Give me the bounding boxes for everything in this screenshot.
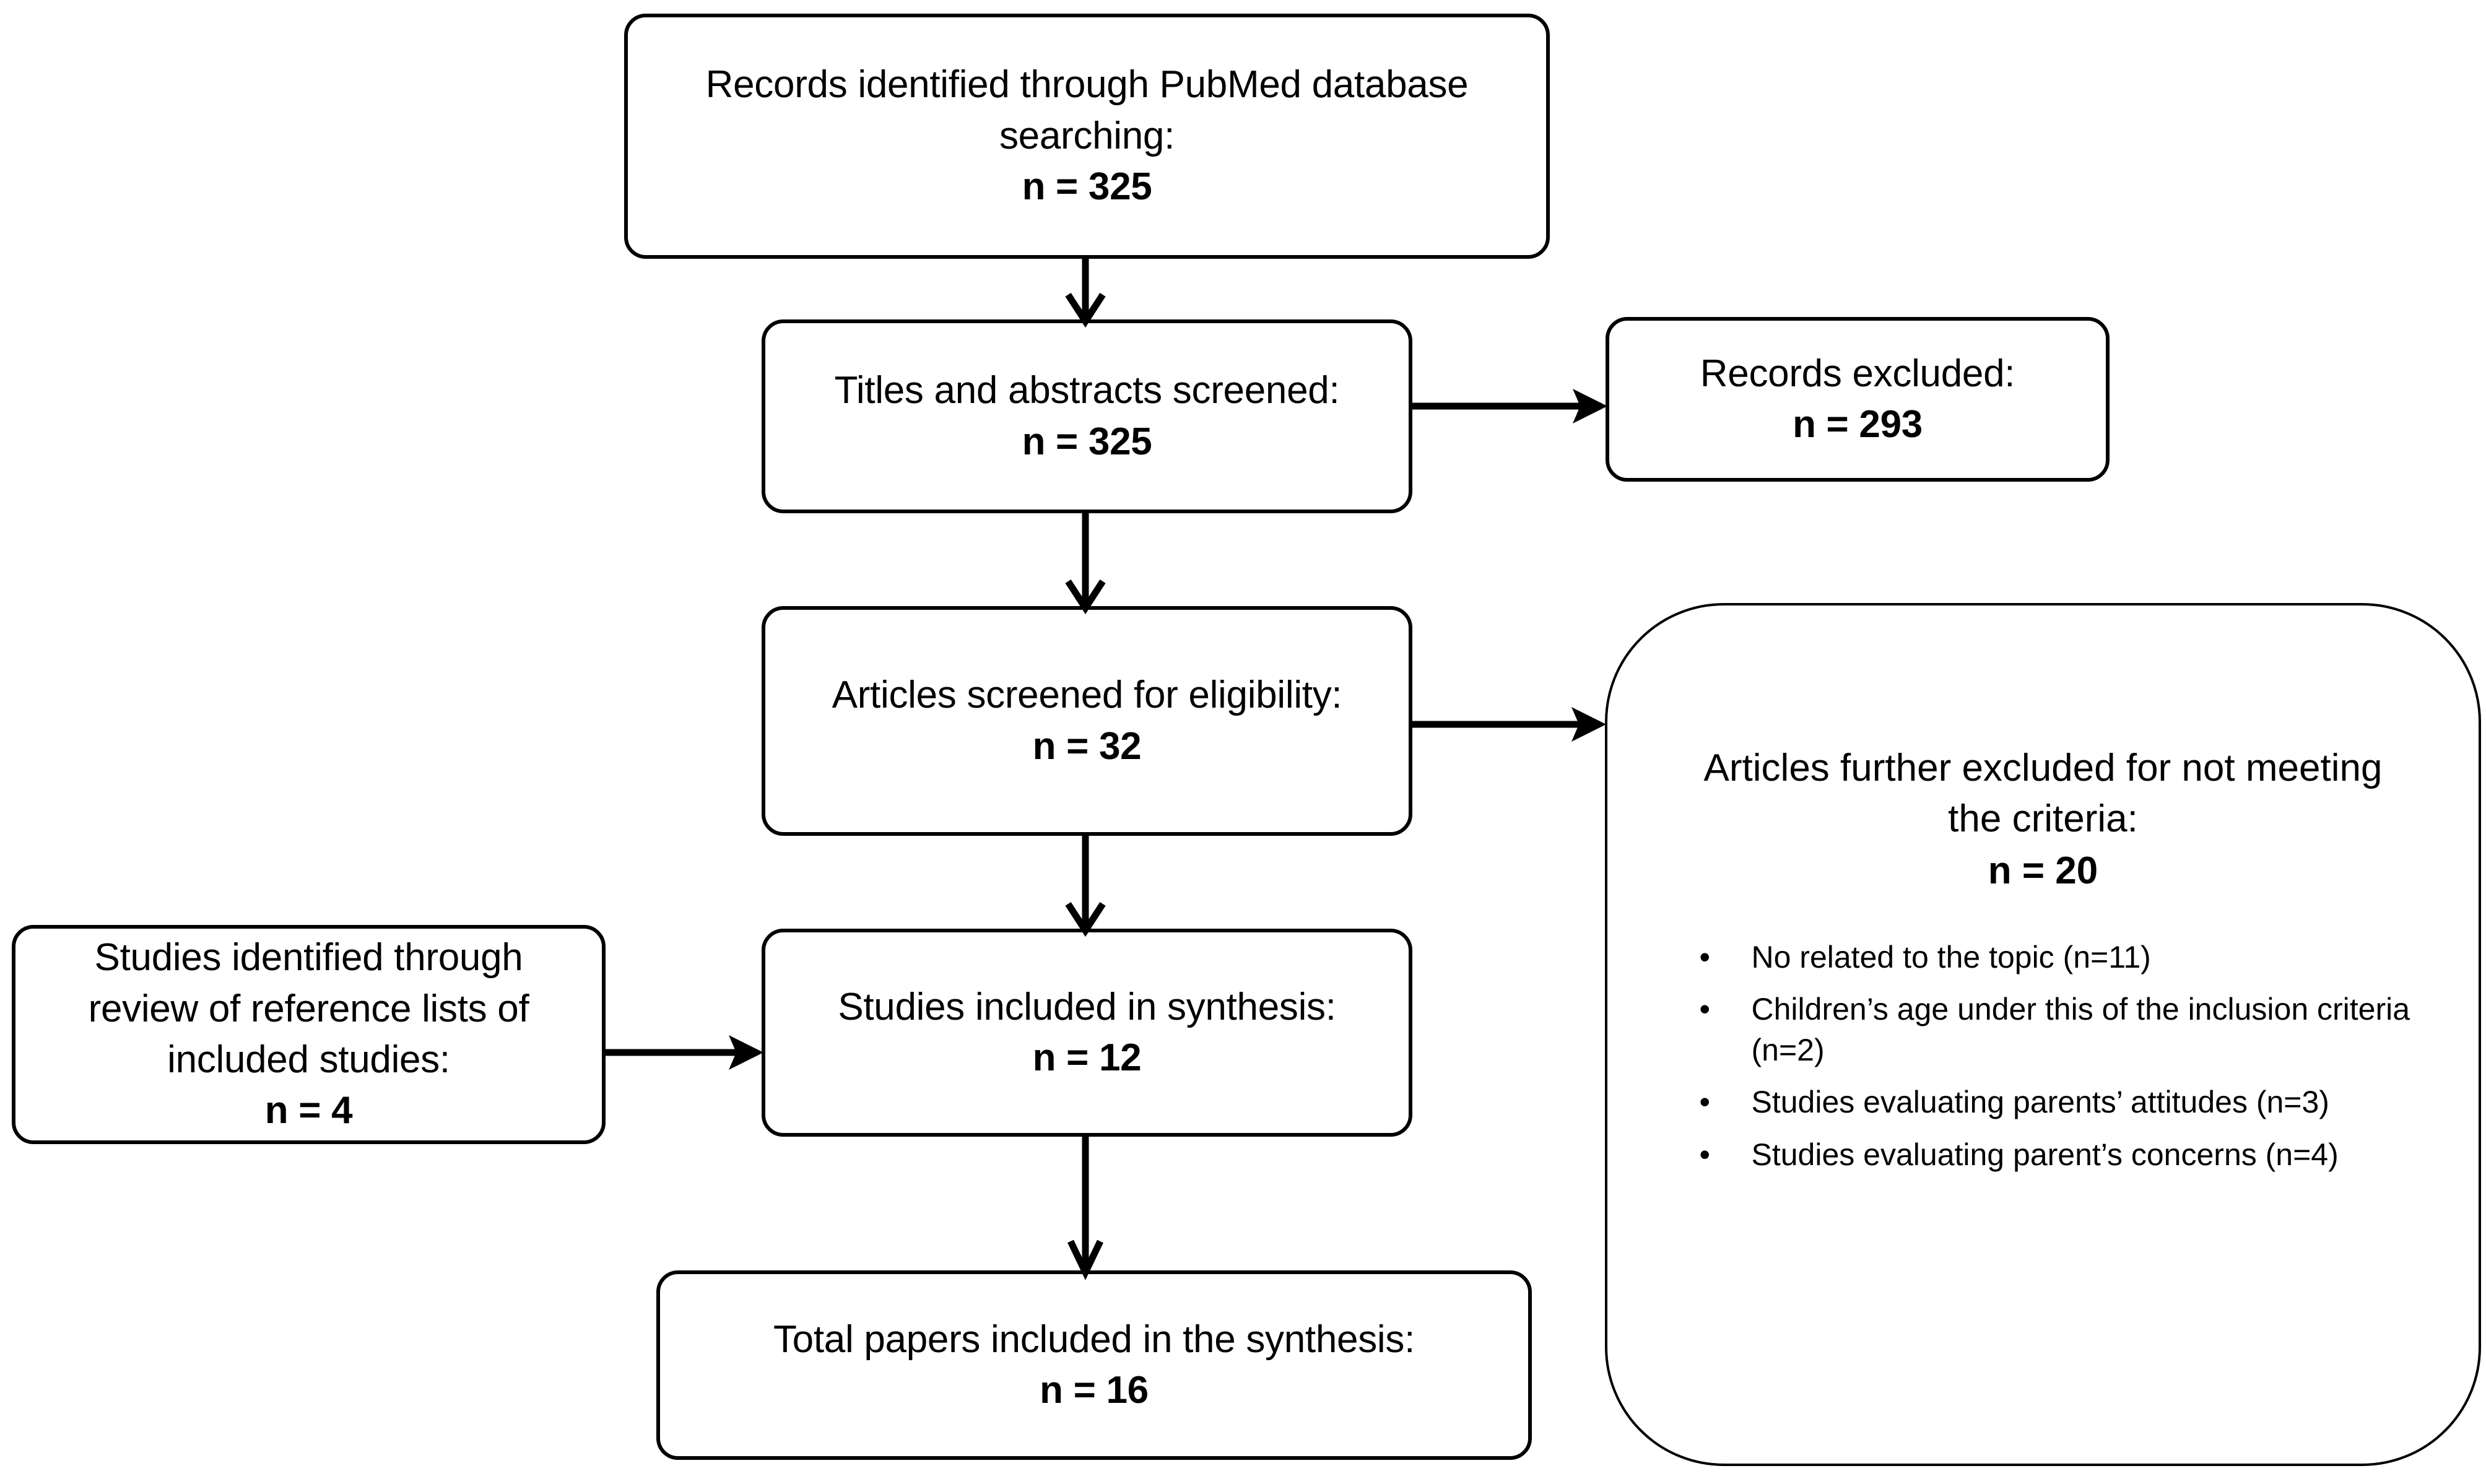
list-item: • Children’s age under this of the inclu…	[1693, 989, 2424, 1070]
arrowhead-screened-to-records-excluded	[1573, 389, 1607, 423]
box-reference-lists	[12, 925, 606, 1144]
total-papers-included-label: Total papers included in the synthesis:	[773, 1317, 1415, 1361]
reference-lists-count: n = 4	[264, 1089, 353, 1132]
further-excluded-count: n = 20	[1988, 849, 2098, 892]
arrowhead-eligibility-to-included-synthesis	[1065, 901, 1106, 937]
further-excluded-reason-list: • No related to the topic (n=11) • Child…	[1662, 937, 2424, 1187]
studies-included-synthesis-label: Studies included in synthesis:	[838, 985, 1336, 1028]
arrowhead-screened-to-eligibility	[1065, 579, 1106, 615]
text-records-identified: Records identified through PubMed databa…	[626, 15, 1548, 257]
box-total-papers-included	[656, 1270, 1532, 1460]
titles-abstracts-screened-label: Titles and abstracts screened:	[834, 369, 1340, 412]
list-item: • No related to the topic (n=11)	[1693, 937, 2424, 978]
further-excluded-heading: Articles further excluded for not meetin…	[1697, 743, 2390, 845]
list-item: • Studies evaluating parents’ attitudes …	[1693, 1082, 2424, 1123]
studies-included-synthesis-count: n = 12	[1032, 1036, 1142, 1079]
total-papers-included-count: n = 16	[1040, 1369, 1149, 1412]
arrowhead-reference-lists-to-included-synthesis	[729, 1035, 763, 1070]
text-titles-abstracts-screened: Titles and abstracts screened: n = 325	[763, 321, 1410, 511]
bullet-icon: •	[1699, 992, 1711, 1027]
bullet-icon: •	[1699, 1085, 1711, 1120]
text-articles-eligibility: Articles screened for eligibility: n = 3…	[763, 608, 1410, 834]
text-studies-included-synthesis: Studies included in synthesis: n = 12	[763, 931, 1410, 1135]
titles-abstracts-screened-count: n = 325	[1022, 420, 1152, 463]
text-total-papers-included: Total papers included in the synthesis: …	[658, 1272, 1530, 1458]
arrowhead-eligibility-to-further-excluded	[1571, 707, 1606, 742]
reason-text: Studies evaluating parents’ attitudes (n…	[1751, 1085, 2329, 1120]
reference-lists-line2: review of reference lists of	[88, 987, 529, 1030]
records-excluded-label: Records excluded:	[1700, 352, 2015, 395]
records-excluded-count: n = 293	[1793, 403, 1923, 446]
arrowhead-identified-to-screened	[1065, 292, 1106, 328]
text-records-excluded: Records excluded: n = 293	[1607, 319, 2108, 480]
reference-lists-line1: Studies identified through	[94, 936, 523, 979]
reason-text: No related to the topic (n=11)	[1751, 939, 2151, 974]
bullet-icon: •	[1699, 1137, 1711, 1172]
arrowhead-included-synthesis-to-total	[1067, 1239, 1103, 1280]
records-identified-line2: searching:	[999, 114, 1175, 157]
reference-lists-line3: included studies:	[167, 1038, 450, 1081]
articles-eligibility-label: Articles screened for eligibility:	[832, 674, 1342, 717]
reason-text: Children’s age under this of the inclusi…	[1751, 992, 2410, 1067]
records-identified-line1: Records identified through PubMed databa…	[705, 63, 1469, 106]
text-articles-further-excluded: Articles further excluded for not meetin…	[1606, 604, 2480, 1465]
box-records-excluded	[1606, 317, 2110, 482]
reason-text: Studies evaluating parent’s concerns (n=…	[1751, 1137, 2339, 1172]
box-articles-further-excluded	[1605, 603, 2481, 1466]
further-excluded-line1: Articles further excluded for not	[1703, 747, 2235, 789]
articles-eligibility-count: n = 32	[1032, 724, 1142, 768]
further-excluded-line2: meeting the criteria:	[1948, 747, 2383, 841]
text-reference-lists: Studies identified through review of ref…	[14, 927, 604, 1142]
list-item: • Studies evaluating parent’s concerns (…	[1693, 1135, 2424, 1176]
records-identified-count: n = 325	[1022, 165, 1152, 209]
bullet-icon: •	[1699, 939, 1711, 974]
